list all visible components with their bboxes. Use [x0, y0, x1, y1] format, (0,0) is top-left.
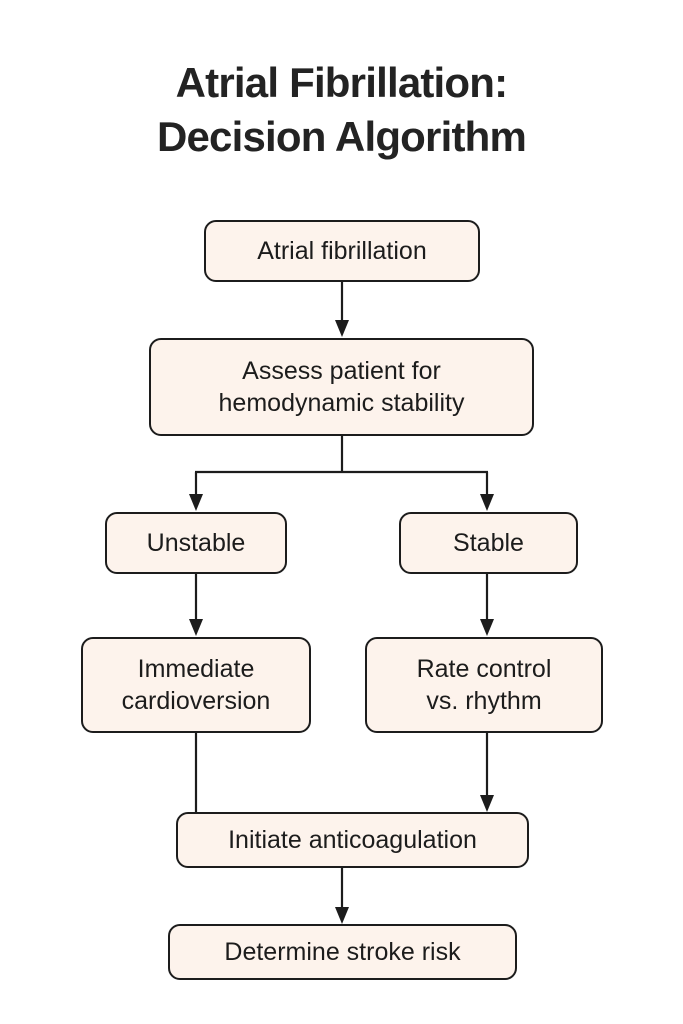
edge-af-to-assess: [335, 282, 349, 337]
page-title: Atrial Fibrillation: Decision Algorithm: [156, 59, 527, 160]
node-rate-control-vs-rhythm[interactable]: Rate control vs. rhythm: [365, 637, 603, 733]
node-assess-hemodynamic-stability[interactable]: Assess patient for hemodynamic stability: [149, 338, 534, 436]
edge-stable-to-rate-control: [480, 574, 494, 636]
node-atrial-fibrillation[interactable]: Atrial fibrillation: [204, 220, 480, 282]
edge-split-to-stable: [480, 472, 494, 511]
node-immediate-cardioversion[interactable]: Immediate cardioversion: [81, 637, 311, 733]
node-unstable[interactable]: Unstable: [105, 512, 287, 574]
edge-unstable-to-cardioversion: [189, 574, 203, 636]
edge-assess-to-split: [195, 436, 488, 474]
edge-split-to-unstable: [189, 472, 203, 511]
edge-anticoagulation-to-stroke-risk: [335, 868, 349, 924]
node-determine-stroke-risk[interactable]: Determine stroke risk: [168, 924, 517, 980]
edge-rate-control-to-anticoagulation: [480, 733, 494, 812]
node-initiate-anticoagulation[interactable]: Initiate anticoagulation: [176, 812, 529, 868]
node-stable[interactable]: Stable: [399, 512, 578, 574]
